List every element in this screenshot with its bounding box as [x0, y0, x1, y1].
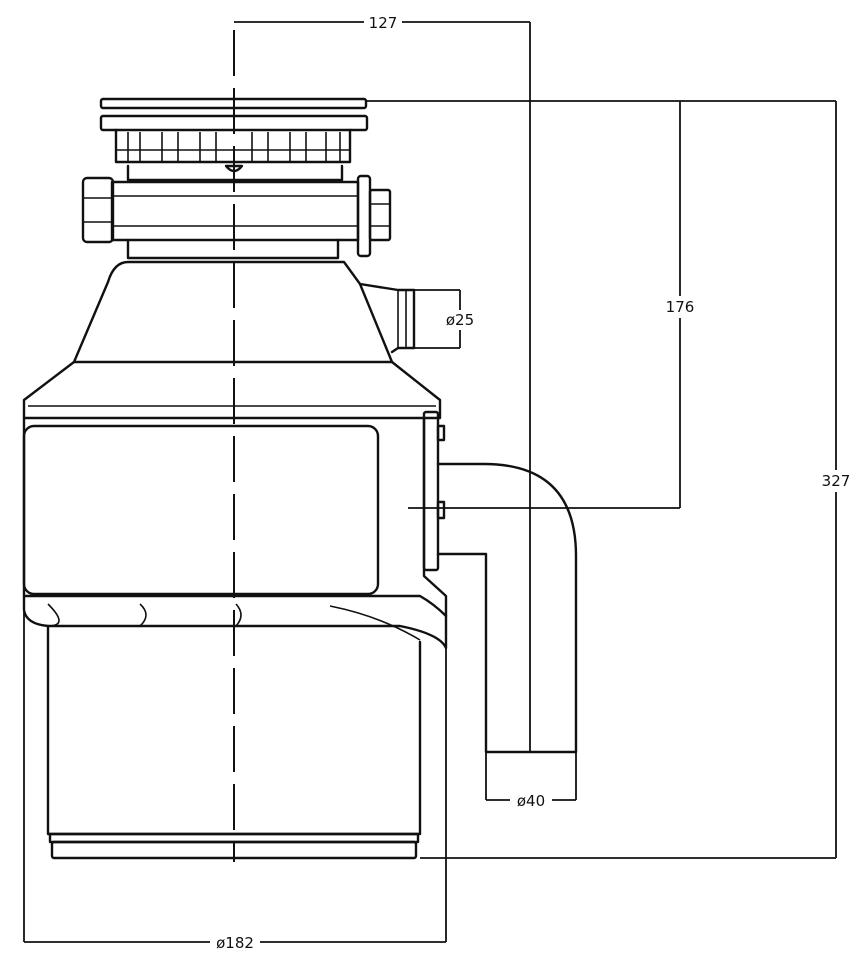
dimension-176: 176 [408, 101, 700, 509]
dishwasher-inlet [358, 282, 416, 354]
mounting-ring-ribs [127, 132, 341, 162]
dimension-o25-label: ø25 [446, 311, 474, 329]
dimension-176-label: 176 [666, 298, 695, 316]
dimension-o40-label: ø40 [517, 792, 545, 810]
dimension-127-label: 127 [369, 14, 398, 32]
dimension-o182-label: ø182 [216, 934, 254, 952]
dimension-o25: ø25 [414, 289, 480, 349]
outlet-pipe [436, 462, 578, 754]
upper-housing [22, 260, 442, 420]
dimension-o182: ø182 [23, 610, 447, 952]
motor-housing [22, 416, 448, 650]
neck-clamp [81, 164, 392, 260]
dimension-o40: ø40 [485, 752, 577, 810]
dimension-327-label: 327 [822, 472, 851, 490]
dimension-327: 327 [366, 100, 856, 859]
outlet-flange-plate [422, 410, 446, 572]
dimension-127: 127 [234, 12, 531, 752]
